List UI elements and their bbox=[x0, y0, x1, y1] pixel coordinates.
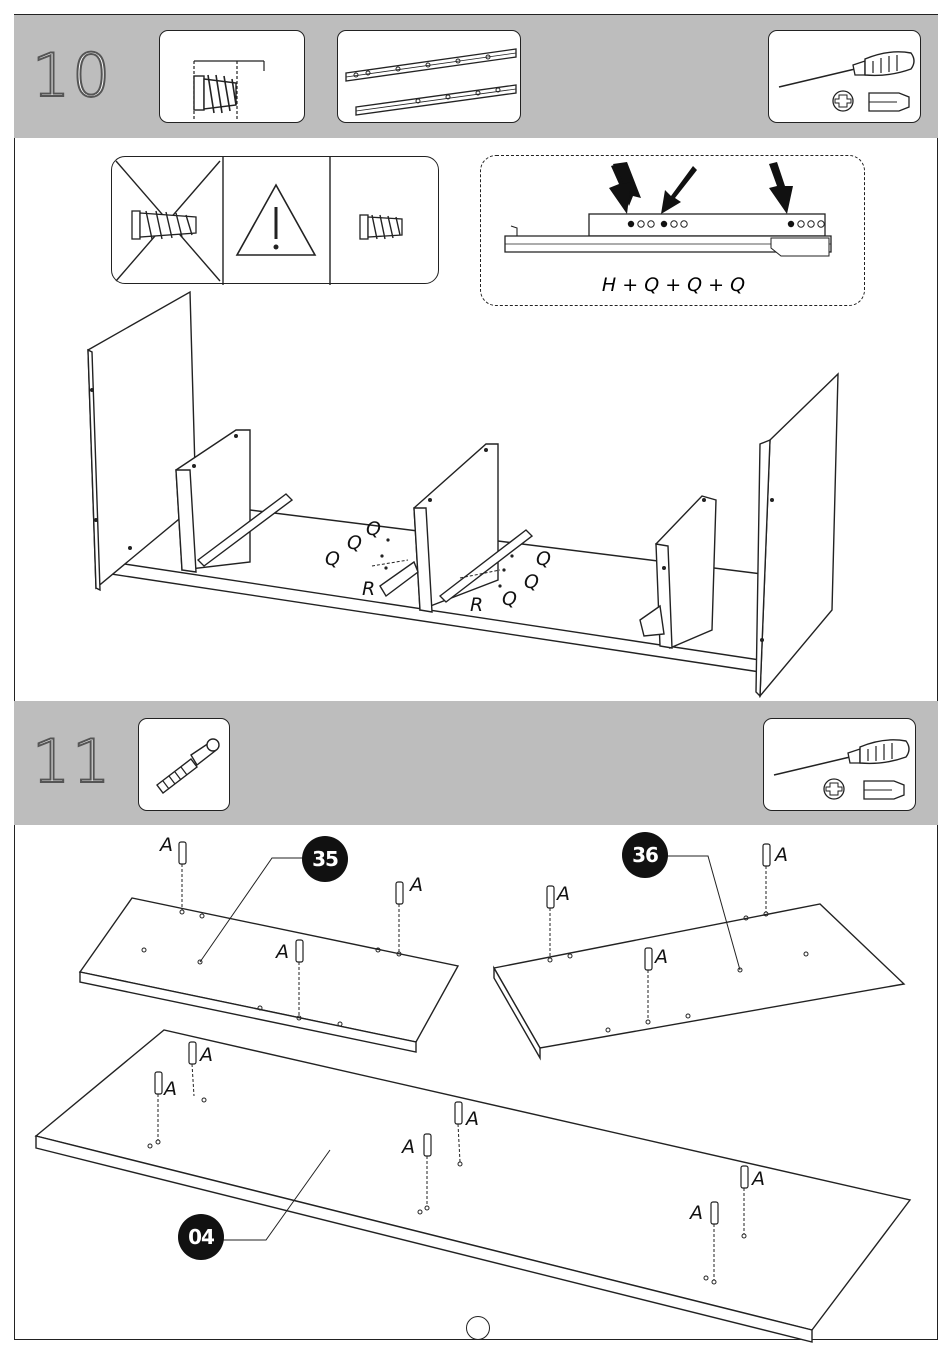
label-a: A bbox=[200, 1046, 213, 1065]
label-a: A bbox=[690, 1204, 703, 1223]
part-04-callout: 04 bbox=[178, 1214, 224, 1260]
label-a: A bbox=[402, 1138, 415, 1157]
label-a: A bbox=[466, 1110, 479, 1129]
part-35-callout: 35 bbox=[302, 836, 348, 882]
label-a: A bbox=[557, 885, 570, 904]
label-a: A bbox=[160, 836, 173, 855]
label-a: A bbox=[775, 846, 788, 865]
page-number-circle bbox=[466, 1316, 490, 1340]
label-a: A bbox=[410, 876, 423, 895]
label-a: A bbox=[164, 1080, 177, 1099]
label-a: A bbox=[276, 943, 289, 962]
part-36-callout: 36 bbox=[622, 832, 668, 878]
label-a: A bbox=[655, 948, 668, 967]
label-a: A bbox=[752, 1170, 765, 1189]
